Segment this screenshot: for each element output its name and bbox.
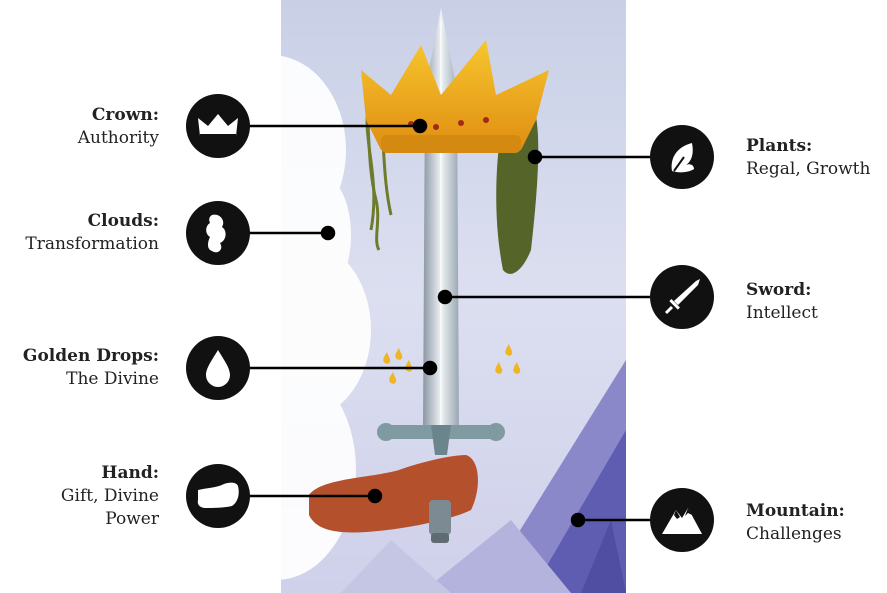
sword-meaning: Intellect bbox=[746, 302, 818, 325]
ace-of-swords-card bbox=[281, 0, 626, 593]
mountain-meaning: Challenges bbox=[746, 523, 845, 546]
crown-meaning: Authority bbox=[78, 127, 159, 150]
hand-label: Hand: Gift, Divine Power bbox=[49, 462, 159, 531]
crown-term: Crown: bbox=[78, 104, 159, 127]
card-illustration bbox=[281, 0, 626, 593]
hand-icon bbox=[186, 464, 250, 528]
pommel bbox=[429, 500, 451, 543]
hand-meaning: Gift, Divine Power bbox=[49, 485, 159, 531]
hand-term: Hand: bbox=[49, 462, 159, 485]
clouds-label: Clouds: Transformation bbox=[25, 210, 159, 256]
golden-drops-meaning: The Divine bbox=[23, 368, 159, 391]
sword-icon bbox=[650, 265, 714, 329]
plants-label: Plants: Regal, Growth bbox=[746, 135, 870, 181]
clouds-term: Clouds: bbox=[25, 210, 159, 233]
crown-label: Crown: Authority bbox=[78, 104, 159, 150]
mountain-icon bbox=[650, 488, 714, 552]
crown-icon bbox=[186, 94, 250, 158]
plants-meaning: Regal, Growth bbox=[746, 158, 870, 181]
golden-drops-label: Golden Drops: The Divine bbox=[23, 345, 159, 391]
drop-icon bbox=[186, 336, 250, 400]
cloud-icon bbox=[186, 201, 250, 265]
mountain-term: Mountain: bbox=[746, 500, 845, 523]
plants-term: Plants: bbox=[746, 135, 870, 158]
leaf-icon bbox=[650, 125, 714, 189]
sword-term: Sword: bbox=[746, 279, 818, 302]
clouds-meaning: Transformation bbox=[25, 233, 159, 256]
mountain-label: Mountain: Challenges bbox=[746, 500, 845, 546]
golden-drops-term: Golden Drops: bbox=[23, 345, 159, 368]
sword-label: Sword: Intellect bbox=[746, 279, 818, 325]
